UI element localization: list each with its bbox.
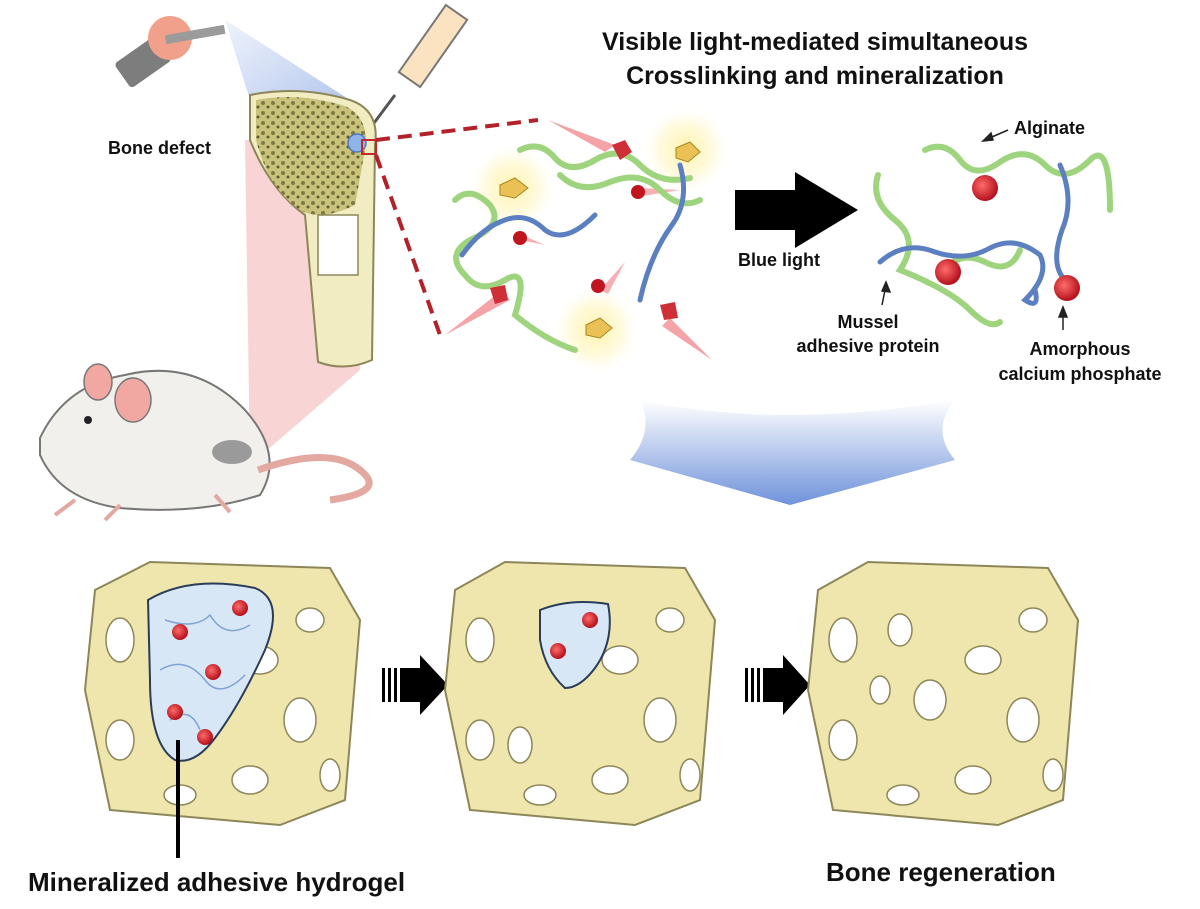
step-arrow-1	[382, 655, 448, 715]
mussel-protein-label-line-2: adhesive protein	[796, 336, 940, 356]
mussel-protein-label-line-1: Mussel	[837, 312, 899, 332]
crystal-cubes	[499, 141, 701, 339]
bone-block-3	[806, 560, 1080, 827]
alginate-label: Alginate	[1014, 118, 1086, 138]
light-source-lamp	[115, 16, 226, 88]
femur-bone	[249, 90, 377, 368]
syringe-icon	[363, 3, 469, 136]
big-down-arrow	[630, 400, 955, 505]
hydrogel-patch-large	[146, 582, 274, 762]
acp-label-line-2: calcium phosphate	[998, 364, 1162, 384]
acp-label-line-1: Amorphous	[1029, 339, 1131, 359]
black-arrow-right	[735, 172, 858, 248]
mouse-illustration	[39, 363, 373, 522]
bone-defect-label: Bone defect	[108, 138, 212, 158]
mussel-protein-chains-right	[877, 162, 1071, 306]
blue-light-label: Blue light	[738, 250, 820, 270]
step-arrow-2	[745, 655, 810, 715]
zoom-dashed-lines	[374, 118, 539, 336]
calcium-ions	[490, 140, 678, 320]
blue-light-beam	[225, 20, 350, 100]
bone-regeneration-label: Bone regeneration	[826, 857, 1056, 887]
pointer-arrows	[880, 129, 1069, 330]
hydrogel-patch-small	[539, 601, 611, 690]
hydrogel-label: Mineralized adhesive hydrogel	[28, 867, 406, 897]
mussel-protein-chains-left	[459, 162, 687, 303]
title-line-2: Crosslinking and mineralization	[626, 62, 1004, 90]
acp-particles	[935, 175, 1080, 301]
bone-block-2	[443, 560, 717, 827]
title-line-1: Visible light-mediated simultaneous	[601, 28, 1028, 56]
